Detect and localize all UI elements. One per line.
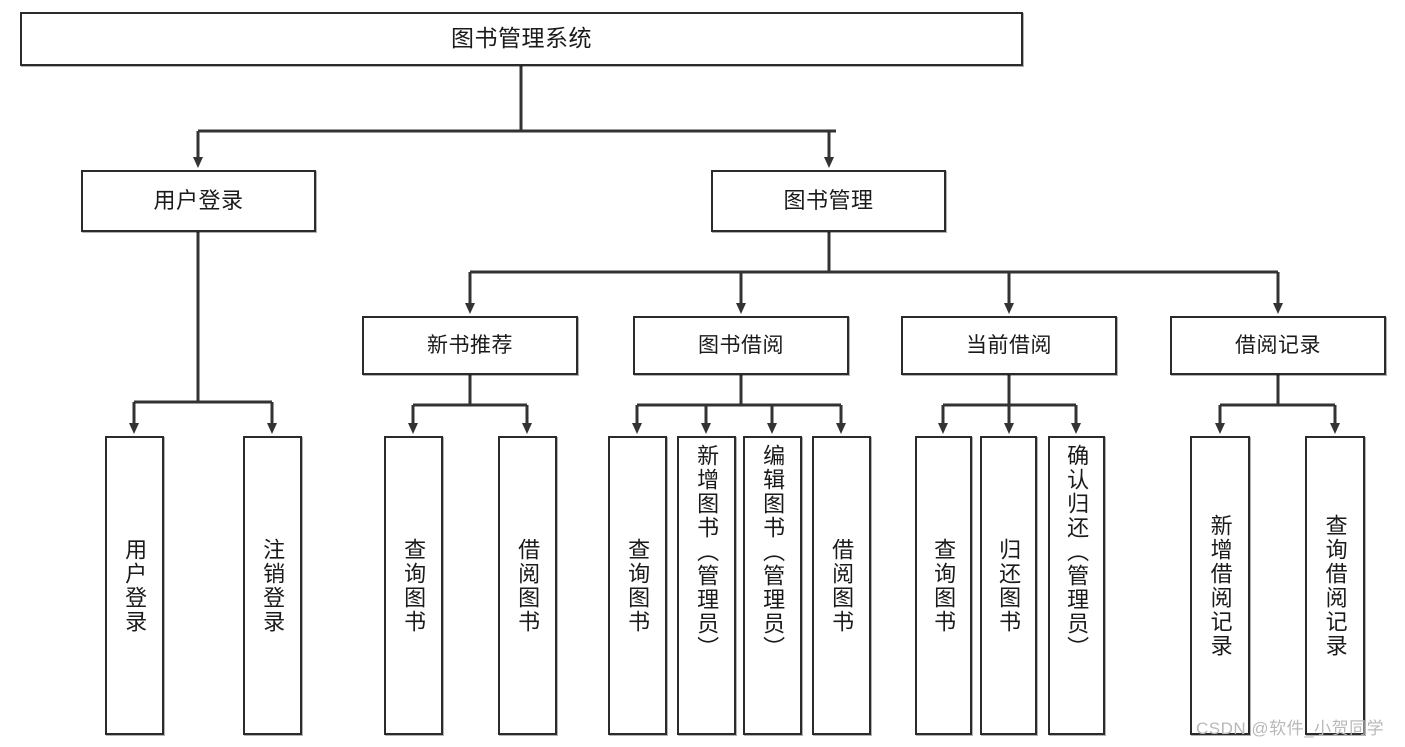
node-label: 用户登录 — [153, 187, 244, 213]
leaf-user-login[interactable]: 用户登录 — [105, 436, 164, 735]
leaf-record-add-borrow-record[interactable]: 新增借阅记录 — [1190, 436, 1250, 735]
leaf-user-logout[interactable]: 注销登录 — [243, 436, 302, 735]
node-label: 图书管理系统 — [451, 25, 592, 52]
node-label: 查询借阅记录 — [1322, 513, 1348, 658]
node-label: 当前借阅 — [966, 333, 1052, 357]
node-book-management[interactable]: 图书管理 — [711, 170, 946, 232]
node-label: 图书借阅 — [698, 333, 784, 357]
node-label: 查询图书 — [401, 537, 427, 634]
leaf-newbook-borrow-book[interactable]: 借阅图书 — [498, 436, 557, 735]
leaf-borrow-borrow-book[interactable]: 借阅图书 — [812, 436, 871, 735]
leaf-record-query-borrow-record[interactable]: 查询借阅记录 — [1305, 436, 1365, 735]
node-book-borrow[interactable]: 图书借阅 — [633, 316, 849, 375]
node-label: 借阅图书 — [515, 537, 541, 634]
node-label: 查询图书 — [931, 537, 957, 634]
leaf-current-query-book[interactable]: 查询图书 — [915, 436, 972, 735]
leaf-borrow-edit-book-admin[interactable]: 编辑图书（管理员） — [743, 436, 802, 735]
leaf-current-confirm-return-admin[interactable]: 确认归还（管理员） — [1048, 436, 1105, 735]
node-borrow-record[interactable]: 借阅记录 — [1170, 316, 1386, 375]
leaf-current-return-book[interactable]: 归还图书 — [980, 436, 1037, 735]
node-user-login[interactable]: 用户登录 — [81, 170, 316, 232]
node-current-borrow[interactable]: 当前借阅 — [901, 316, 1117, 375]
node-label: 新增借阅记录 — [1207, 513, 1233, 658]
leaf-borrow-query-book[interactable]: 查询图书 — [608, 436, 667, 735]
node-label: 编辑图书（管理员） — [760, 444, 786, 660]
node-label: 新增图书（管理员） — [694, 444, 720, 660]
node-label: 确认归还（管理员） — [1064, 444, 1090, 660]
csdn-watermark: CSDN @软件_小贺同学 — [1196, 719, 1385, 738]
node-label: 新书推荐 — [427, 333, 513, 357]
node-label: 用户登录 — [122, 537, 148, 634]
node-label: 查询图书 — [625, 537, 651, 634]
node-label: 归还图书 — [996, 537, 1022, 634]
node-label: 借阅记录 — [1235, 333, 1321, 357]
node-label: 借阅图书 — [829, 537, 855, 634]
node-label: 图书管理 — [783, 187, 874, 213]
leaf-borrow-add-book-admin[interactable]: 新增图书（管理员） — [677, 436, 736, 735]
leaf-newbook-query-book[interactable]: 查询图书 — [384, 436, 443, 735]
node-root-system[interactable]: 图书管理系统 — [20, 12, 1023, 66]
node-label: 注销登录 — [260, 537, 286, 634]
node-new-book-recommend[interactable]: 新书推荐 — [362, 316, 578, 375]
